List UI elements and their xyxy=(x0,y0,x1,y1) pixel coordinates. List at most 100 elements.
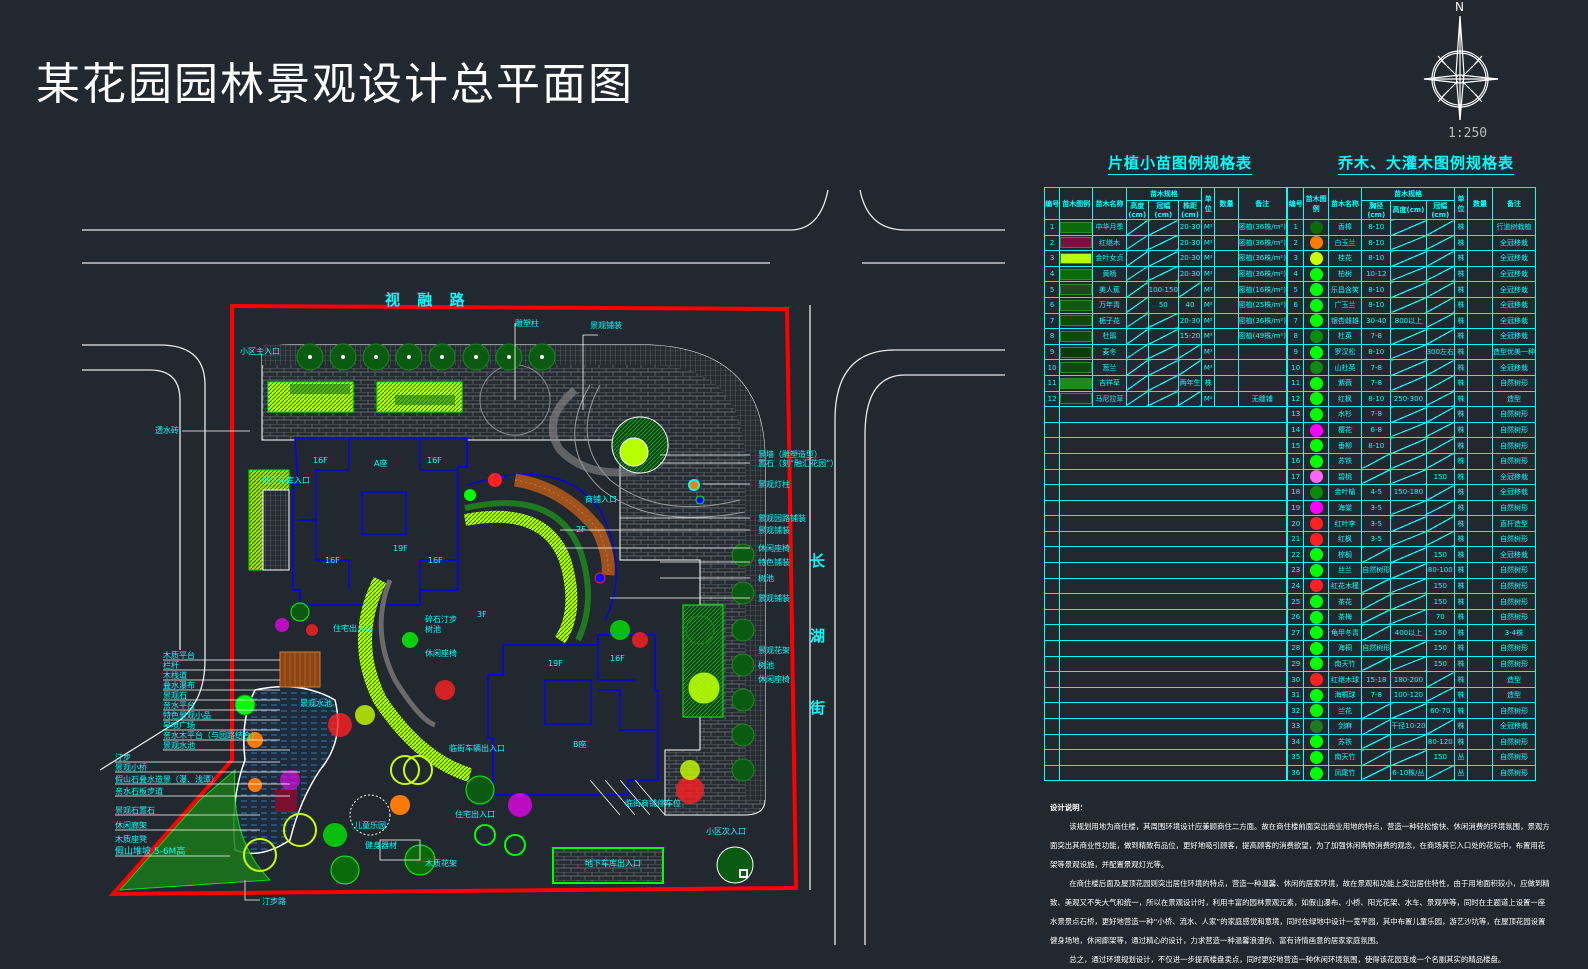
tree-symbol-icon xyxy=(1310,440,1322,452)
t2-subheader-height: 高度(cm) xyxy=(1390,200,1427,220)
tree-symbol-icon xyxy=(1310,471,1322,483)
t2-qty xyxy=(1467,764,1493,782)
t2-dbh: 自然树形 xyxy=(1361,562,1392,579)
t2-no: 26 xyxy=(1286,608,1305,626)
t1-name: 麦冬 xyxy=(1092,343,1127,361)
t2-name: 剑麻 xyxy=(1327,718,1363,735)
t1-empty-no xyxy=(1043,686,1061,704)
t2-name: 罗汉松 xyxy=(1327,343,1363,361)
t1-icon xyxy=(1059,234,1094,252)
t2-note: 自然树形 xyxy=(1491,749,1537,766)
t1-empty-rest xyxy=(1059,640,1287,657)
t2-no: 27 xyxy=(1286,624,1305,642)
t2-unit: 株 xyxy=(1453,702,1469,719)
label-pond: 景观水池 xyxy=(300,699,332,708)
t2-height xyxy=(1390,281,1427,298)
t1-header-no: 编号 xyxy=(1043,187,1061,220)
t2-qty xyxy=(1467,593,1493,610)
t2-unit: 株 xyxy=(1453,421,1469,439)
t1-empty-no xyxy=(1043,640,1061,657)
t2-unit: 株 xyxy=(1453,265,1469,283)
label-underground-entrance-left: 地下车库入口 xyxy=(262,476,310,485)
t2-icon xyxy=(1303,562,1329,579)
t1-empty-rest xyxy=(1059,421,1287,439)
scale-label: 1:250 xyxy=(1448,126,1488,141)
t2-icon xyxy=(1303,624,1329,642)
t2-no: 21 xyxy=(1286,530,1305,548)
t2-no: 18 xyxy=(1286,484,1305,501)
t1-empty-row xyxy=(1043,406,1287,423)
t2-crown xyxy=(1425,296,1455,314)
t1-icon xyxy=(1059,265,1094,283)
callout-right-2: 置石（刻“融汇花园”） xyxy=(758,459,839,468)
t1-qty xyxy=(1214,312,1239,330)
label-seat: 休闲座椅 xyxy=(425,649,457,658)
t2-name: 棕榈 xyxy=(1327,546,1363,564)
t2-dbh: 7-8 xyxy=(1361,406,1392,423)
t1-empty-row xyxy=(1043,484,1287,501)
t1-note: 无缝铺 xyxy=(1237,390,1288,408)
callout-left-12: 景观小桥 xyxy=(115,763,147,772)
t2-name: 红枫 xyxy=(1327,530,1363,548)
tree-symbol-icon xyxy=(1310,611,1322,623)
t2-qty xyxy=(1467,468,1493,486)
t2-unit: 株 xyxy=(1453,234,1469,252)
tree-symbol-icon xyxy=(1310,284,1322,296)
t2-qty xyxy=(1467,312,1493,330)
t2-height xyxy=(1390,577,1427,595)
t2-qty xyxy=(1467,452,1493,470)
t2-note: 全冠移栽 xyxy=(1491,484,1537,501)
label-floor-16f-4: 16F xyxy=(428,556,443,565)
tree-row-east xyxy=(731,543,755,782)
t2-note: 全冠移栽 xyxy=(1491,328,1537,345)
t2-height xyxy=(1390,702,1427,719)
t1-qty xyxy=(1214,390,1239,408)
t2-dbh xyxy=(1361,593,1392,610)
label-sculpture: 雕塑柱 xyxy=(515,319,539,328)
t1-no: 12 xyxy=(1043,390,1061,408)
callout-right-3: 景观灯柱 xyxy=(758,480,790,489)
t2-dbh: 8-10 xyxy=(1361,343,1392,361)
t2-header-spec: 苗木规格 xyxy=(1361,187,1455,201)
t1-empty-no xyxy=(1043,702,1061,719)
t1-qty xyxy=(1214,265,1239,283)
t2-crown: 150 xyxy=(1425,593,1455,610)
t2-unit: 株 xyxy=(1453,499,1469,517)
t1-empty-row xyxy=(1043,468,1287,486)
t2-icon xyxy=(1303,702,1329,719)
t2-height xyxy=(1390,265,1427,283)
t2-height xyxy=(1390,515,1427,532)
t2-qty xyxy=(1467,640,1493,657)
t2-no: 19 xyxy=(1286,499,1305,517)
t1-note: 密植(36株/m²) xyxy=(1237,265,1288,283)
t2-name: 金叶榆 xyxy=(1327,484,1363,501)
t2-height xyxy=(1390,593,1427,610)
label-residential-parking: 临街车辆出入口 xyxy=(449,744,505,753)
t2-unit: 株 xyxy=(1453,359,1469,376)
t2-crown: 300左右 xyxy=(1425,343,1455,361)
t2-header-qty: 数量 xyxy=(1467,187,1493,220)
t2-dbh: 7-8 xyxy=(1361,686,1392,704)
t2-qty xyxy=(1467,390,1493,408)
t2-icon xyxy=(1303,546,1329,564)
callout-left-9: 亲水木平台（与园路结合） xyxy=(163,731,259,740)
t2-no: 10 xyxy=(1286,359,1305,376)
t1-empty-rest xyxy=(1059,562,1287,579)
t2-note: 行道树栽植 xyxy=(1491,219,1537,236)
t2-icon xyxy=(1303,452,1329,470)
t2-crown: 150 xyxy=(1425,655,1455,673)
t2-no: 16 xyxy=(1286,452,1305,470)
callout-right-5: 景观铺装 xyxy=(758,526,790,535)
t1-empty-rest xyxy=(1059,764,1287,782)
t2-dbh: 3-5 xyxy=(1361,515,1392,532)
